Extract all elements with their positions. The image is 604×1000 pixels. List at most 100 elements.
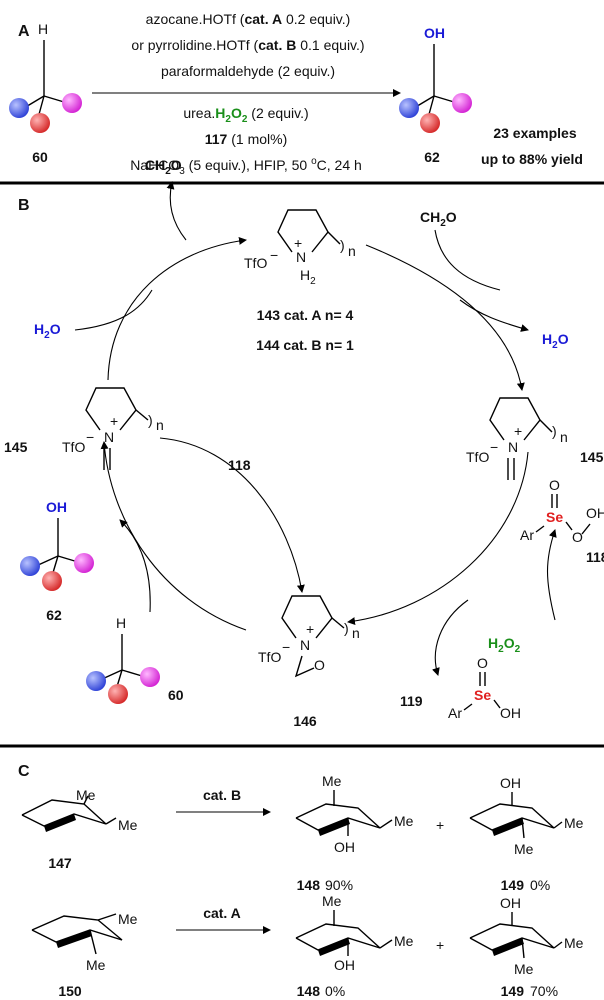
- svg-text:O: O: [572, 529, 583, 545]
- svg-text:+: +: [514, 423, 522, 439]
- condition-line-1: azocane.HOTf (cat. A 0.2 equiv.): [146, 11, 351, 27]
- svg-text:−: −: [86, 429, 94, 445]
- svg-text:): ): [340, 237, 345, 253]
- iminium-left-structure: ) n N + TfO −: [62, 387, 164, 470]
- reactant-60-label: 60: [32, 149, 48, 165]
- h2o2-label: H2O2: [488, 635, 521, 655]
- red-ball: [30, 113, 50, 133]
- svg-text:Ar: Ar: [520, 527, 534, 543]
- label-118-mid: 118: [228, 457, 251, 473]
- svg-text:+: +: [306, 621, 314, 637]
- blue-ball: [399, 98, 419, 118]
- panel-c-label: C: [18, 763, 30, 780]
- max-yield: up to 88% yield: [481, 151, 583, 167]
- cycle-arrow-4: [107, 236, 247, 381]
- svg-text:N: N: [104, 429, 114, 445]
- reactant-60-structure: H: [9, 21, 82, 133]
- row2-catalyst: cat. A: [203, 905, 241, 921]
- condition-line-6: NaHCO3 (5 equiv.), HFIP, 50 oC, 24 h: [130, 156, 362, 177]
- label-119: 119: [400, 693, 423, 709]
- svg-text:TfO: TfO: [62, 439, 85, 455]
- svg-text:N: N: [296, 249, 306, 265]
- row2-product1-yield: 0%: [325, 983, 345, 999]
- svg-text:TfO: TfO: [466, 449, 489, 465]
- condition-line-5: 117 (1 mol%): [205, 131, 288, 147]
- blue-ball: [9, 98, 29, 118]
- iminium-right-structure: ) n N + TfO −: [466, 397, 568, 480]
- substrate-147-structure: Me Me: [21, 787, 138, 833]
- svg-text:Me: Me: [564, 935, 584, 951]
- row2-product1-label: 148: [297, 983, 321, 999]
- cycle-label-60: 60: [168, 687, 184, 703]
- row1-catalyst: cat. B: [203, 787, 241, 803]
- svg-text:OH: OH: [500, 705, 521, 721]
- svg-text:Se: Se: [546, 509, 563, 525]
- svg-text:TfO: TfO: [244, 255, 267, 271]
- ch2o-in-arrow: [434, 229, 501, 291]
- intermediate-145-left-label: 145: [4, 439, 28, 455]
- svg-text:−: −: [282, 639, 290, 655]
- svg-text:+: +: [294, 235, 302, 251]
- reactant-h-atom: H: [38, 21, 48, 37]
- product-149-row2: OH Me Me: [469, 895, 584, 977]
- h2o2-arrow: [546, 529, 557, 621]
- svg-text:n: n: [348, 243, 356, 259]
- selenic-to-seleninic-arrow: [432, 599, 469, 676]
- ch2o-release-arrow: [166, 181, 187, 241]
- condition-line-2: or pyrrolidine.HOTf (cat. B 0.1 equiv.): [131, 37, 364, 53]
- row1-plus: +: [436, 817, 444, 833]
- label-146: 146: [293, 713, 317, 729]
- h2o-out-arrow: [459, 299, 529, 332]
- svg-text:Me: Me: [118, 911, 138, 927]
- examples-count: 23 examples: [493, 125, 576, 141]
- svg-text:N: N: [300, 637, 310, 653]
- product-149-row1: OH Me Me: [469, 775, 584, 857]
- catalyst-b-label: 144 cat. B n= 1: [256, 337, 354, 353]
- svg-text:N: N: [508, 439, 518, 455]
- svg-text:+: +: [110, 413, 118, 429]
- svg-text:Se: Se: [474, 687, 491, 703]
- svg-text:O: O: [314, 657, 325, 673]
- product-148-row2: Me Me OH: [295, 893, 414, 973]
- cycle-arrow-3: [100, 441, 247, 631]
- svg-text:OH: OH: [46, 499, 67, 515]
- intermediate-145-right-label: 145: [580, 449, 604, 465]
- svg-text:Me: Me: [394, 813, 414, 829]
- cycle-label-62: 62: [46, 607, 62, 623]
- svg-text:Me: Me: [564, 815, 584, 831]
- label-150: 150: [58, 983, 82, 999]
- magenta-ball: [452, 93, 472, 113]
- product-148-row1: Me Me OH: [295, 773, 414, 855]
- svg-text:Me: Me: [76, 787, 96, 803]
- svg-text:−: −: [490, 439, 498, 455]
- magenta-ball: [62, 93, 82, 113]
- row2-product2-label: 149: [501, 983, 525, 999]
- svg-text:n: n: [560, 429, 568, 445]
- oxaziridinium-structure: ) n N + TfO − O: [258, 595, 360, 678]
- svg-text:O: O: [549, 477, 560, 493]
- svg-text:n: n: [352, 625, 360, 641]
- row1-product2-label: 149: [501, 877, 525, 893]
- cycle-arrow-2: [347, 451, 529, 626]
- catalyst-a-label: 143 cat. A n= 4: [257, 307, 354, 323]
- svg-text:Me: Me: [322, 773, 342, 789]
- red-ball: [420, 113, 440, 133]
- peroxyseleninic-acid-structure: Ar Se O O OH: [520, 477, 604, 545]
- svg-text:OH: OH: [500, 895, 521, 911]
- row2-plus: +: [436, 937, 444, 953]
- svg-text:Me: Me: [322, 893, 342, 909]
- svg-text:): ): [344, 620, 349, 636]
- h2o-right-label: H2O: [542, 331, 569, 351]
- svg-text:Me: Me: [394, 933, 414, 949]
- ch2o-right-label: CH2O: [420, 209, 457, 229]
- svg-text:OH: OH: [500, 775, 521, 791]
- h2o-in-arrow: [74, 289, 153, 331]
- svg-text:H: H: [116, 615, 126, 631]
- row1-product2-yield: 0%: [530, 877, 550, 893]
- svg-text:Me: Me: [514, 841, 534, 857]
- substrate-150-structure: Me Me: [31, 911, 138, 973]
- svg-text:): ): [148, 412, 153, 428]
- cycle-arrow-1: [365, 244, 525, 391]
- svg-text:): ): [552, 423, 557, 439]
